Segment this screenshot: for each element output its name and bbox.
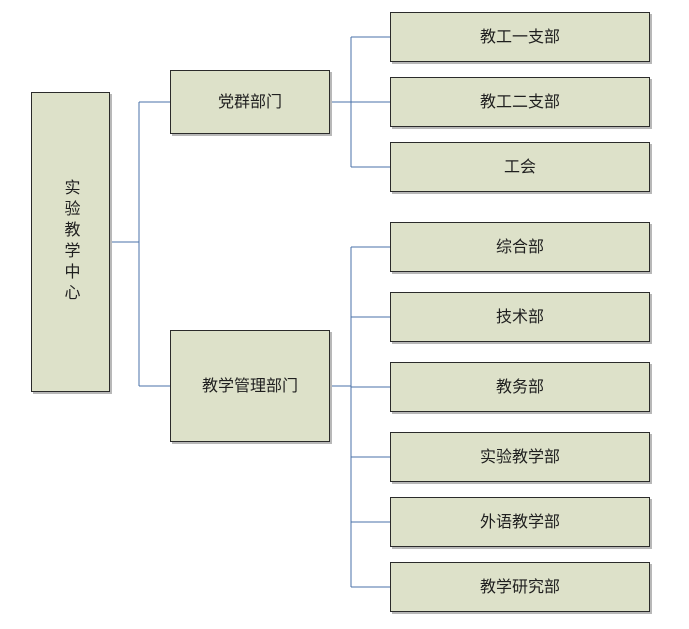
branch-node-party: 党群部门 — [170, 70, 330, 134]
leaf-label: 教工一支部 — [479, 27, 560, 46]
leaf-node-academic-affairs: 教务部 — [390, 362, 650, 412]
leaf-node-general: 综合部 — [390, 222, 650, 272]
leaf-label: 教工二支部 — [479, 92, 560, 111]
leaf-node-foreign-language-teaching: 外语教学部 — [390, 497, 650, 547]
leaf-node-staff-branch-2: 教工二支部 — [390, 77, 650, 127]
leaf-node-union: 工会 — [390, 142, 650, 192]
leaf-label: 技术部 — [495, 307, 544, 326]
branch-label-party: 党群部门 — [217, 92, 282, 111]
leaf-label: 实验教学部 — [479, 447, 560, 466]
branch-node-teaching-management: 教学管理部门 — [170, 330, 330, 442]
root-node: 实验教学中心 — [31, 92, 110, 392]
leaf-label: 教务部 — [495, 377, 544, 396]
leaf-label: 工会 — [503, 157, 536, 176]
leaf-node-teaching-research: 教学研究部 — [390, 562, 650, 612]
leaf-node-technical: 技术部 — [390, 292, 650, 342]
branch-label-teaching-management: 教学管理部门 — [201, 376, 298, 395]
root-label: 实验教学中心 — [61, 179, 81, 305]
leaf-node-staff-branch-1: 教工一支部 — [390, 12, 650, 62]
leaf-label: 综合部 — [495, 237, 544, 256]
leaf-label: 教学研究部 — [479, 577, 560, 596]
leaf-node-experimental-teaching: 实验教学部 — [390, 432, 650, 482]
leaf-label: 外语教学部 — [479, 512, 560, 531]
